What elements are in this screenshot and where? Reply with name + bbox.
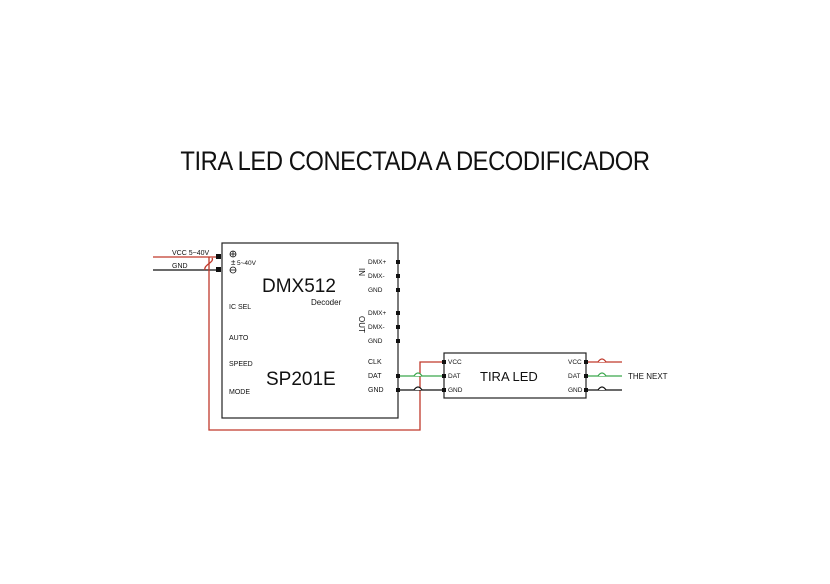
vcc-loop-wire (208, 257, 444, 431)
page-title: TIRA LED CONECTADA A DECODIFICADOR (180, 146, 650, 176)
left-pin-auto: AUTO (229, 335, 249, 342)
polarity-icon: ± (231, 258, 236, 267)
led-strip-box (443, 352, 587, 399)
strip-left-pin-vcc: VCC (448, 359, 462, 366)
strip-left-pin-gnd: GND (448, 387, 463, 394)
left-pin-ic-sel: IC SEL (229, 304, 251, 311)
vcc-terminal (216, 254, 221, 259)
decoder-subtitle-label: Decoder (311, 298, 342, 307)
strip-dat-terminal-in (442, 374, 446, 378)
in-pin-gnd: GND (368, 287, 383, 294)
gnd-terminal (216, 267, 221, 272)
strip-vcc-terminal-out (584, 360, 588, 364)
signal-pin-clk: CLK (368, 359, 382, 366)
voltage-range-label: 5~40V (237, 260, 257, 267)
in-terminal-2 (396, 274, 400, 278)
in-label: IN (357, 268, 366, 276)
decoder-model-label: DMX512 (262, 276, 336, 297)
out-terminal-3 (396, 339, 400, 343)
next-label: THE NEXT (628, 372, 668, 381)
in-terminal-1 (396, 260, 400, 264)
out-pin-dmx-minus: DMX- (368, 324, 385, 331)
decoder-box (221, 242, 399, 419)
strip-dat-terminal-out (584, 374, 588, 378)
out-terminal-2 (396, 325, 400, 329)
out-pin-dmx-plus: DMX+ (368, 310, 386, 317)
out-terminal-1 (396, 311, 400, 315)
dat-terminal (396, 374, 400, 378)
signal-gnd-terminal (396, 388, 400, 392)
left-pin-speed: SPEED (229, 361, 253, 368)
out-pin-gnd: GND (368, 338, 383, 345)
strip-left-pin-dat: DAT (448, 373, 461, 380)
in-terminal-3 (396, 288, 400, 292)
strip-right-pin-dat: DAT (568, 373, 581, 380)
gnd-input-label: GND (172, 263, 188, 270)
vcc-branch-wire (204, 257, 214, 271)
in-pin-dmx-minus: DMX- (368, 273, 385, 280)
in-pin-dmx-plus: DMX+ (368, 259, 386, 266)
decoder-part-label: SP201E (266, 369, 336, 390)
left-pin-mode: MODE (229, 389, 250, 396)
strip-vcc-terminal-in (442, 360, 446, 364)
vcc-input-label: VCC 5~40V (172, 250, 209, 257)
strip-gnd-terminal-out (584, 388, 588, 392)
signal-pin-gnd: GND (368, 387, 384, 394)
led-strip-label: TIRA LED (480, 369, 538, 384)
strip-right-pin-gnd: GND (568, 387, 583, 394)
strip-gnd-terminal-in (442, 388, 446, 392)
strip-right-pin-vcc: VCC (568, 359, 582, 366)
out-label: OUT (357, 316, 366, 333)
signal-pin-dat: DAT (368, 373, 382, 380)
